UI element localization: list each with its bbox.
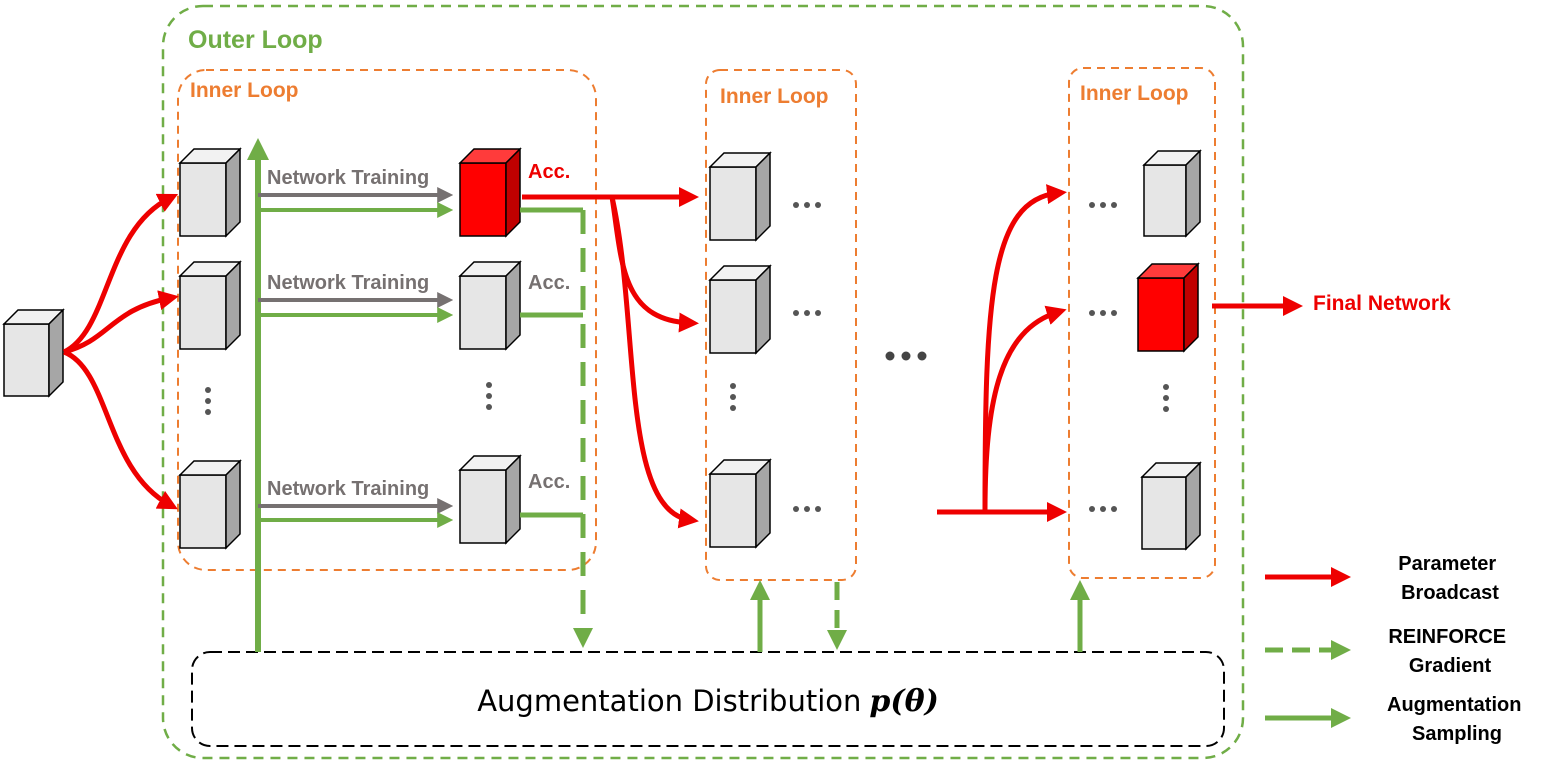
- reinforce-gradient-path: [520, 207, 586, 630]
- inner-loop-label-2: Inner Loop: [720, 85, 829, 108]
- training-arrows: [258, 187, 454, 528]
- augmentation-distribution-box: [191, 651, 1225, 747]
- augmentation-sampling-trunk: [247, 138, 269, 652]
- network-box-best-c1: [458, 147, 522, 238]
- broadcast-arrows-col2: [522, 187, 699, 529]
- inner-loop-frame-2: [705, 69, 857, 581]
- network-box-c3-r3: [1140, 461, 1202, 551]
- outer-loop-frame: [161, 4, 1245, 760]
- network-box-c1b-r2: [458, 260, 522, 351]
- network-box-input: [2, 308, 65, 398]
- network-box-c1b-r2-side: [505, 260, 521, 351]
- network-box-c2-r2-front: [709, 279, 757, 354]
- network-box-input-side: [48, 308, 64, 398]
- hdots-col2-row1: [793, 202, 821, 208]
- acc-label-3: Acc.: [528, 471, 570, 493]
- network-box-final: [1136, 262, 1200, 353]
- hdots-between-columns: [885, 351, 927, 361]
- col2-reinforce-arrow: [827, 582, 847, 650]
- network-box-c2-r2: [708, 264, 772, 355]
- legend-reinforce-gradient-label: REINFORCE Gradient: [1388, 626, 1511, 677]
- network-box-c1-r3-front: [179, 474, 227, 549]
- inner-loop-frame-3: [1068, 67, 1216, 579]
- legend-augmentation-sampling-label: Augmentation Sampling: [1387, 694, 1527, 745]
- network-box-input-front: [3, 323, 50, 397]
- col3-sampling-arrow: [1070, 580, 1090, 652]
- network-box-c3-r1: [1142, 149, 1202, 238]
- network-box-c3-r3-side: [1185, 461, 1201, 551]
- network-box-c1-r1-front: [179, 162, 227, 237]
- hdots-col3-row3: [1089, 506, 1117, 512]
- ellipsis-dots: [205, 202, 1169, 512]
- acc-label-best: Acc.: [528, 161, 570, 183]
- network-box-best-c1-side: [505, 147, 521, 238]
- network-box-c3-r1-front: [1143, 164, 1187, 237]
- hdots-col2-row3: [793, 506, 821, 512]
- network-box-c2-r3: [708, 458, 772, 549]
- network-training-label-1: Network Training: [267, 167, 429, 189]
- network-box-c1b-r3-side: [505, 454, 521, 545]
- legend-parameter-broadcast-label: Parameter Broadcast: [1398, 553, 1501, 604]
- vdots-col2: [730, 383, 736, 411]
- network-box-c1-r3: [178, 459, 242, 550]
- outer-loop-label: Outer Loop: [188, 26, 323, 54]
- network-box-c1-r2-front: [179, 275, 227, 350]
- network-box-c1b-r2-front: [459, 275, 507, 350]
- network-box-c1b-r3: [458, 454, 522, 545]
- network-box-c1-r1: [178, 147, 242, 238]
- inner-loop-label-1: Inner Loop: [190, 79, 299, 102]
- network-box-c3-r3-front: [1141, 476, 1187, 550]
- network-box-c2-r1: [708, 151, 772, 242]
- vdots-col3: [1163, 384, 1169, 412]
- broadcast-arrows-input: [62, 193, 179, 510]
- hdots-col3-row2: [1089, 310, 1117, 316]
- legend: Parameter Broadcast REINFORCE Gradient A…: [1265, 553, 1527, 745]
- vdots-col1b: [486, 382, 492, 410]
- hdots-col3-row1: [1089, 202, 1117, 208]
- vdots-col1a: [205, 387, 211, 415]
- network-box-best-c1-front: [459, 162, 507, 237]
- broadcast-arrows-col3: [937, 184, 1067, 522]
- network-training-label-2: Network Training: [267, 272, 429, 294]
- network-box-final-front: [1137, 277, 1185, 352]
- network-box-c1-r2-side: [225, 260, 241, 351]
- network-box-c1-r1-side: [225, 147, 241, 238]
- network-training-label-3: Network Training: [267, 478, 429, 500]
- inner-loop-label-3: Inner Loop: [1080, 82, 1189, 105]
- network-box-c1b-r3-front: [459, 469, 507, 544]
- network-box-c2-r1-front: [709, 166, 757, 241]
- hdots-col2-row2: [793, 310, 821, 316]
- network-box-c2-r2-side: [755, 264, 771, 355]
- col2-sampling-arrow: [750, 580, 770, 652]
- acc-label-2: Acc.: [528, 272, 570, 294]
- reinforce-gradient-arrowhead-1: [573, 628, 593, 648]
- network-box-c2-r3-side: [755, 458, 771, 549]
- network-box-c2-r3-front: [709, 473, 757, 548]
- final-network-label: Final Network: [1313, 292, 1451, 315]
- network-box-c1-r3-side: [225, 459, 241, 550]
- network-box-c3-r1-side: [1185, 149, 1201, 238]
- network-box-final-side: [1183, 262, 1199, 353]
- network-box-c2-r1-side: [755, 151, 771, 242]
- network-box-c1-r2: [178, 260, 242, 351]
